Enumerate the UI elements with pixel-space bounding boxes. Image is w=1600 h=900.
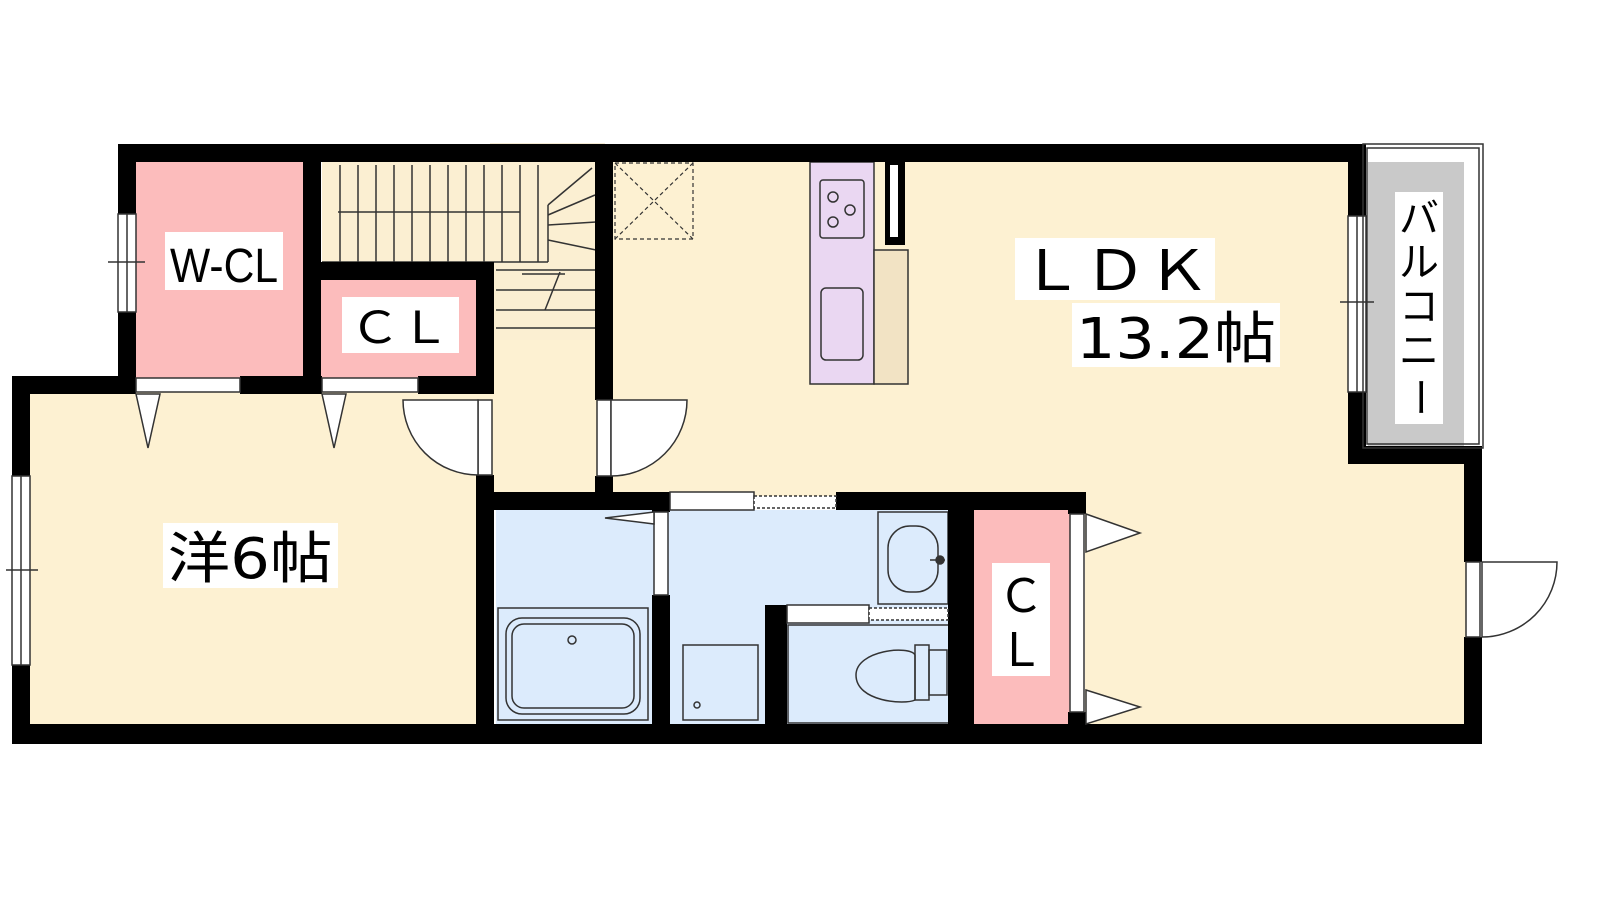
cl-small-label: ＣＬ (350, 303, 450, 354)
balcony-char: コ (1399, 284, 1439, 330)
label-bg (1072, 303, 1280, 367)
washing-machine-space (682, 644, 759, 721)
door-swing (1085, 512, 1143, 554)
wcl-label: W-CL (170, 240, 278, 293)
balcony-char: ル (1399, 240, 1439, 286)
door-swing (610, 399, 688, 477)
door-swing (402, 399, 479, 476)
hall-floor (490, 340, 608, 500)
washroom-fixtures (682, 511, 949, 721)
stove-icon (819, 179, 865, 239)
room-labels: ＬＤＫ 13.2帖 洋6帖 W-CL ＣＬ Ｃ Ｌ バ ル コ ニ ー (163, 192, 1443, 677)
burner-icon (827, 216, 839, 228)
windows (6, 143, 1484, 666)
toilet-icon (787, 624, 953, 724)
burner-icon (827, 191, 839, 203)
label-bg (1015, 238, 1215, 300)
label-bg (163, 523, 338, 588)
sink-icon (820, 287, 864, 361)
ldk-size-label: 13.2帖 (1076, 307, 1276, 372)
balcony-rail (1362, 143, 1484, 449)
window (786, 604, 870, 624)
door-swing (604, 511, 655, 525)
kitchen (809, 160, 909, 385)
label-bg (165, 232, 283, 290)
label-bg (342, 297, 459, 353)
kitchen-side (873, 249, 909, 385)
ldk-label: ＬＤＫ (1020, 239, 1210, 304)
door (321, 377, 419, 393)
window (868, 607, 949, 621)
window (753, 495, 837, 509)
door (135, 377, 241, 393)
burner-icon (844, 204, 856, 216)
door (477, 399, 493, 476)
label-bg (1395, 192, 1443, 424)
door-swing (321, 393, 347, 449)
label-bg (992, 563, 1050, 676)
doors (135, 377, 1558, 726)
door (596, 399, 612, 477)
door (1069, 513, 1085, 713)
balcony-char: ニ (1399, 328, 1439, 374)
cl-right-label-2: Ｌ (998, 623, 1044, 677)
door-swing (135, 393, 161, 449)
window (669, 491, 755, 511)
fridge-space (614, 162, 694, 240)
door-swing (1481, 561, 1558, 638)
bathtub (497, 607, 649, 721)
walls (12, 144, 1482, 744)
door (653, 511, 669, 596)
door-swing (1085, 688, 1143, 726)
cl-right-label-1: Ｃ (998, 569, 1044, 623)
ldk-floor-lower (1085, 455, 1470, 740)
door (1465, 561, 1481, 638)
balcony-char: ー (1396, 377, 1442, 417)
balcony-char: バ (1399, 196, 1439, 242)
western-room-label: 洋6帖 (168, 527, 333, 592)
